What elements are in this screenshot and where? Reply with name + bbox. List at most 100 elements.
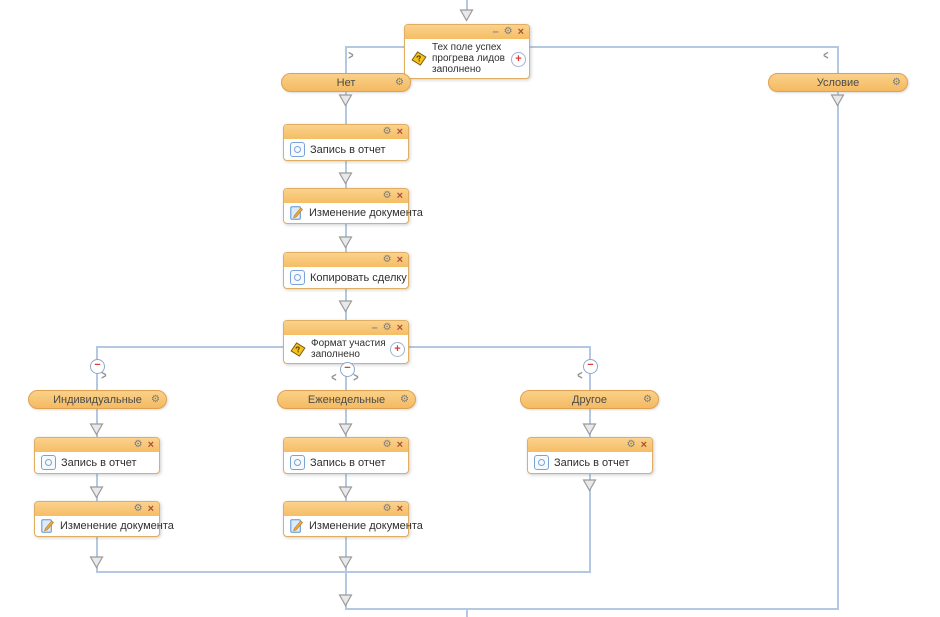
close-icon[interactable]: × <box>640 438 647 451</box>
chevron-left-icon[interactable]: < <box>577 369 583 384</box>
chevron-right-icon[interactable]: > <box>353 371 359 386</box>
add-branch-icon[interactable]: + <box>511 51 526 67</box>
close-icon[interactable]: × <box>396 438 403 451</box>
settings-gear-icon[interactable]: ⚙ <box>133 503 143 514</box>
node-header: ⚙ × <box>284 502 408 516</box>
activity-node-format-condition[interactable]: – ⚙ × ? Формат участия заполнено + <box>283 320 409 364</box>
branch-pill-condition[interactable]: Условие ⚙ <box>768 73 908 92</box>
connector-line <box>530 46 839 48</box>
chevron-right-icon[interactable]: > <box>348 49 354 64</box>
node-body: ? Формат участия заполнено + <box>284 335 408 363</box>
connector-line <box>96 535 98 573</box>
settings-gear-icon[interactable]: ⚙ <box>395 77 404 88</box>
node-label: Изменение документа <box>60 520 174 532</box>
close-icon[interactable]: × <box>396 321 403 334</box>
settings-gear-icon[interactable]: ⚙ <box>382 126 392 137</box>
edit-document-icon <box>290 519 304 533</box>
minimize-icon[interactable]: – <box>371 321 378 334</box>
settings-gear-icon[interactable]: ⚙ <box>503 26 513 37</box>
branch-pill-individual[interactable]: Индивидуальные ⚙ <box>28 390 167 409</box>
activity-node-edit-document[interactable]: ⚙ × Изменение документа <box>283 188 423 224</box>
node-label: Формат участия заполнено <box>311 338 386 360</box>
chevron-left-icon[interactable]: < <box>823 49 829 64</box>
node-header: – ⚙ × <box>284 321 408 335</box>
settings-gear-icon[interactable]: ⚙ <box>643 394 652 405</box>
connector-line <box>345 47 347 73</box>
settings-gear-icon[interactable]: ⚙ <box>382 322 392 333</box>
close-icon[interactable]: × <box>396 502 403 515</box>
settings-gear-icon[interactable]: ⚙ <box>382 190 392 201</box>
activity-node-report[interactable]: ⚙ × Запись в отчет <box>283 124 409 161</box>
collapse-branch-icon[interactable]: − <box>90 359 105 374</box>
close-icon[interactable]: × <box>396 253 403 266</box>
branch-pill-weekly[interactable]: Еженедельные ⚙ <box>277 390 416 409</box>
report-record-icon <box>290 455 305 470</box>
node-body: Изменение документа <box>284 516 423 536</box>
node-header: – ⚙ × <box>405 25 529 39</box>
settings-gear-icon[interactable]: ⚙ <box>382 254 392 265</box>
node-header: ⚙ × <box>284 438 408 452</box>
activity-node-edit-document[interactable]: ⚙ × Изменение документа <box>34 501 174 537</box>
arrow-down-icon <box>459 9 474 22</box>
copy-deal-icon <box>290 270 305 285</box>
settings-gear-icon[interactable]: ⚙ <box>151 394 160 405</box>
arrow-down-icon <box>338 94 353 107</box>
add-branch-icon[interactable]: + <box>390 342 405 357</box>
close-icon[interactable]: × <box>147 438 154 451</box>
activity-node-report[interactable]: ⚙ × Запись в отчет <box>34 437 160 474</box>
node-label: Запись в отчет <box>554 456 630 469</box>
node-header: ⚙ × <box>528 438 652 452</box>
node-header: ⚙ × <box>284 189 408 203</box>
node-header: ⚙ × <box>284 253 408 267</box>
connector-line <box>409 346 591 348</box>
collapse-branch-icon[interactable]: − <box>340 362 355 377</box>
edit-document-icon <box>290 206 304 220</box>
connector-line <box>345 92 347 124</box>
branch-pill-no[interactable]: Нет ⚙ <box>281 73 411 92</box>
settings-gear-icon[interactable]: ⚙ <box>382 503 392 514</box>
arrow-down-icon <box>338 556 353 569</box>
activity-node-edit-document[interactable]: ⚙ × Изменение документа <box>283 501 423 537</box>
arrow-down-icon <box>338 486 353 499</box>
arrow-down-icon <box>338 172 353 185</box>
node-body: Изменение документа <box>284 203 423 223</box>
connector-line <box>96 409 98 437</box>
connector-line <box>345 470 347 501</box>
close-icon[interactable]: × <box>147 502 154 515</box>
activity-node-copy-deal[interactable]: ⚙ × Копировать сделку <box>283 252 409 289</box>
settings-gear-icon[interactable]: ⚙ <box>400 394 409 405</box>
connector-line <box>345 46 405 48</box>
node-body: Запись в отчет <box>284 139 408 160</box>
settings-gear-icon[interactable]: ⚙ <box>626 439 636 450</box>
settings-gear-icon[interactable]: ⚙ <box>382 439 392 450</box>
settings-gear-icon[interactable]: ⚙ <box>133 439 143 450</box>
activity-node-report[interactable]: ⚙ × Запись в отчет <box>527 437 653 474</box>
chevron-left-icon[interactable]: < <box>331 371 337 386</box>
collapse-branch-icon[interactable]: − <box>583 359 598 374</box>
arrow-down-icon <box>338 300 353 313</box>
edit-document-icon <box>41 519 55 533</box>
branch-pill-other[interactable]: Другое ⚙ <box>520 390 659 409</box>
arrow-down-icon <box>338 236 353 249</box>
node-label: Изменение документа <box>309 520 423 532</box>
chevron-right-icon[interactable]: > <box>101 369 107 384</box>
report-record-icon <box>534 455 549 470</box>
connector-line <box>466 0 468 10</box>
arrow-down-icon <box>89 423 104 436</box>
close-icon[interactable]: × <box>517 25 524 38</box>
node-label: Запись в отчет <box>310 456 386 469</box>
activity-node-entry-condition[interactable]: – ⚙ × ? Тех поле успех прогрева лидов за… <box>404 24 530 79</box>
node-body: Запись в отчет <box>284 452 408 473</box>
arrow-down-icon <box>830 94 845 107</box>
close-icon[interactable]: × <box>396 125 403 138</box>
branch-label: Другое <box>572 393 607 406</box>
settings-gear-icon[interactable]: ⚙ <box>892 77 901 88</box>
activity-node-report[interactable]: ⚙ × Запись в отчет <box>283 437 409 474</box>
minimize-icon[interactable]: – <box>492 25 499 38</box>
node-body: Запись в отчет <box>35 452 159 473</box>
connector-line <box>345 608 839 610</box>
connector-line <box>589 409 591 437</box>
close-icon[interactable]: × <box>396 189 403 202</box>
connector-line <box>96 346 284 348</box>
node-header: ⚙ × <box>284 125 408 139</box>
